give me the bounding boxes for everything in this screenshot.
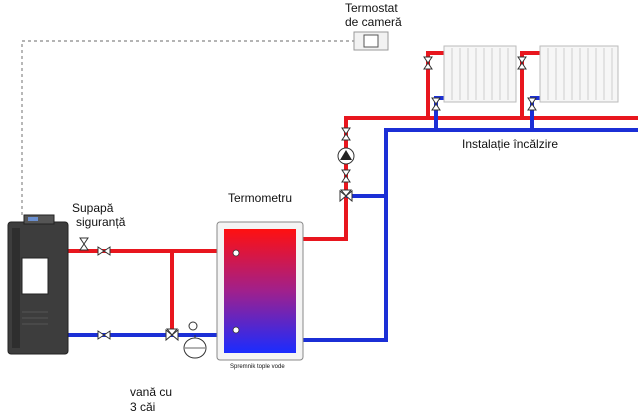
valve-icon bbox=[341, 169, 351, 183]
safety-valve-icon bbox=[79, 237, 89, 251]
pellet-boiler-icon bbox=[7, 214, 69, 355]
thermostat-label-line1: Termostat bbox=[345, 1, 398, 15]
cold-pipes bbox=[68, 96, 638, 342]
radiator-icon bbox=[539, 45, 619, 103]
safety-valve-label-line2: siguranță bbox=[76, 215, 126, 229]
heating-installation-label: Instalație încălzire bbox=[462, 137, 558, 151]
wall-thermostat-icon bbox=[353, 31, 389, 51]
thermometer-label: Termometru bbox=[228, 191, 292, 205]
circulation-pump-icon bbox=[337, 147, 355, 165]
valve-icon bbox=[97, 330, 111, 340]
safety-valve-label-line1: Supapă bbox=[72, 201, 114, 215]
thermostat-label-line2: de cameră bbox=[345, 15, 402, 29]
three-way-valve-label-line2: 3 căi bbox=[130, 400, 155, 414]
three-way-valve-label-line1: vană cu bbox=[130, 385, 172, 399]
radiator-icon bbox=[443, 45, 517, 103]
hot-water-tank-icon bbox=[216, 221, 304, 361]
radiator-valve-icon bbox=[423, 56, 433, 70]
three-way-valve-icon bbox=[339, 189, 353, 203]
valve-icon bbox=[341, 127, 351, 141]
thermostat-wire bbox=[21, 40, 355, 218]
expansion-vessel-icon bbox=[183, 321, 207, 359]
tank-caption: Spremnik tople vode bbox=[230, 364, 285, 370]
radiator-valve-icon bbox=[527, 97, 537, 111]
radiator-valve-icon bbox=[431, 97, 441, 111]
radiator-valve-icon bbox=[517, 56, 527, 70]
valve-icon bbox=[97, 246, 111, 256]
three-way-valve-icon bbox=[165, 328, 179, 342]
